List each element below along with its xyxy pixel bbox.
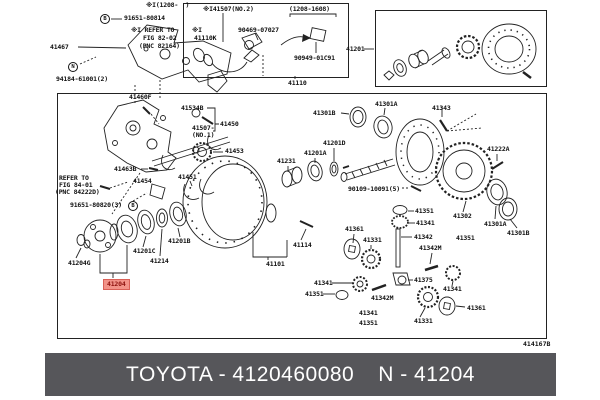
refer-note2-line1: REFER TO (59, 174, 89, 182)
part-label-41361-a: 41361 (345, 225, 364, 233)
part-label-41201A: 41201A (304, 149, 327, 157)
part-label-41342: 41342 (414, 233, 433, 241)
refer-note-line3: (PNC 82164) (139, 42, 180, 50)
refer-note-line2: FIG 82-02 (143, 34, 177, 42)
footer-bar: TOYOTA - 4120460080 N - 41204 (45, 353, 556, 396)
part-label-41351-b: 41351 (456, 234, 475, 242)
part-label-41110: 41110 (288, 79, 307, 87)
part-label-41204-highlighted[interactable]: 41204 (103, 279, 130, 290)
part-label-41453: 41453 (225, 147, 244, 155)
part-label-41222A: 41222A (487, 145, 510, 153)
part-label-41454: 41454 (133, 177, 152, 185)
part-label-9165180820: 91651-80820(3) (70, 201, 122, 209)
part-label-41341-b: 41341 (314, 279, 333, 287)
main-diagram-box (57, 93, 547, 339)
part-label-41375: 41375 (414, 276, 433, 284)
part-label-41201C: 41201C (133, 247, 156, 255)
part-label-41351-a: 41351 (415, 207, 434, 215)
refer-note-line1: ※I REFER TO (131, 26, 175, 34)
part-label-41451: 41451 (178, 173, 197, 181)
footer-brand-part-number: TOYOTA - 4120460080 (126, 362, 355, 386)
ref-mark: ※I (192, 26, 202, 34)
part-label-41341-a: 41341 (416, 219, 435, 227)
footer-part-ref: N - 41204 (378, 362, 475, 386)
part-label-41342M-b: 41342M (371, 294, 394, 302)
inset-box-41507-no2 (183, 3, 349, 78)
part-label-41301A-right: 41301A (484, 220, 507, 228)
part-label-41201B: 41201B (168, 237, 191, 245)
part-label-41467: 41467 (50, 43, 69, 51)
inset-box-41201-pinion-set (375, 10, 547, 87)
part-label-41507-no1-line2: (NO.1) (192, 131, 215, 139)
part-label-41301B-right: 41301B (507, 229, 530, 237)
part-label-41331-b: 41331 (414, 317, 433, 325)
part-label-41351-d: 41351 (359, 319, 378, 327)
part-label-41301B-left: 41301B (313, 109, 336, 117)
diagram-reference-code: 414167B (523, 340, 551, 348)
part-label-41351-c: 41351 (305, 290, 324, 298)
part-label-41110K: 41110K (194, 34, 217, 42)
part-label-41302: 41302 (453, 212, 472, 220)
part-label-41341-d: 41341 (359, 309, 378, 317)
part-label-41341-c: 41341 (443, 285, 462, 293)
part-label-9094901C91: 90949-01C91 (294, 54, 335, 62)
part-label-41231: 41231 (277, 157, 296, 165)
part-label-41204G: 41204G (68, 259, 91, 267)
part-label-41361-b: 41361 (467, 304, 486, 312)
note-date-range-top: ※I(1208- ) (146, 1, 190, 9)
part-label-41343: 41343 (432, 104, 451, 112)
box-title-41507-no2: ※I41507(NO.2) (203, 5, 254, 13)
part-label-41201D: 41201D (323, 139, 346, 147)
part-label-41534B: 41534B (181, 104, 204, 112)
refer-note2-line3: (PNC 84222D) (55, 188, 100, 196)
part-label-9418461001: 94184-61001(2) (56, 75, 108, 83)
note-date-range-box: (1208-1608) (289, 5, 330, 13)
part-label-9010910091: 90109-10091(5) (348, 185, 400, 193)
circled-marker-n: N (68, 62, 78, 72)
part-label-41114: 41114 (293, 241, 312, 249)
part-label-41214: 41214 (150, 257, 169, 265)
part-label-41342M-a: 41342M (419, 244, 442, 252)
refer-note2-line2: FIG 84-01 (59, 181, 93, 189)
circled-marker-b2: B (128, 201, 138, 211)
part-label-9046907027: 90469-07027 (238, 26, 279, 34)
part-label-41201: 41201 (346, 45, 365, 53)
part-label-41101: 41101 (266, 260, 285, 268)
part-label-41460F: 41460F (129, 93, 152, 101)
part-label-41450: 41450 (220, 120, 239, 128)
part-label-41301A-left: 41301A (375, 100, 398, 108)
circled-marker-b: B (100, 14, 110, 24)
part-label-41331-a: 41331 (363, 236, 382, 244)
part-label-41507-no1-line1: 41507- (192, 124, 215, 132)
part-label-41463B: 41463B (114, 165, 137, 173)
part-label-9165180814: 91651-80814 (124, 14, 165, 22)
